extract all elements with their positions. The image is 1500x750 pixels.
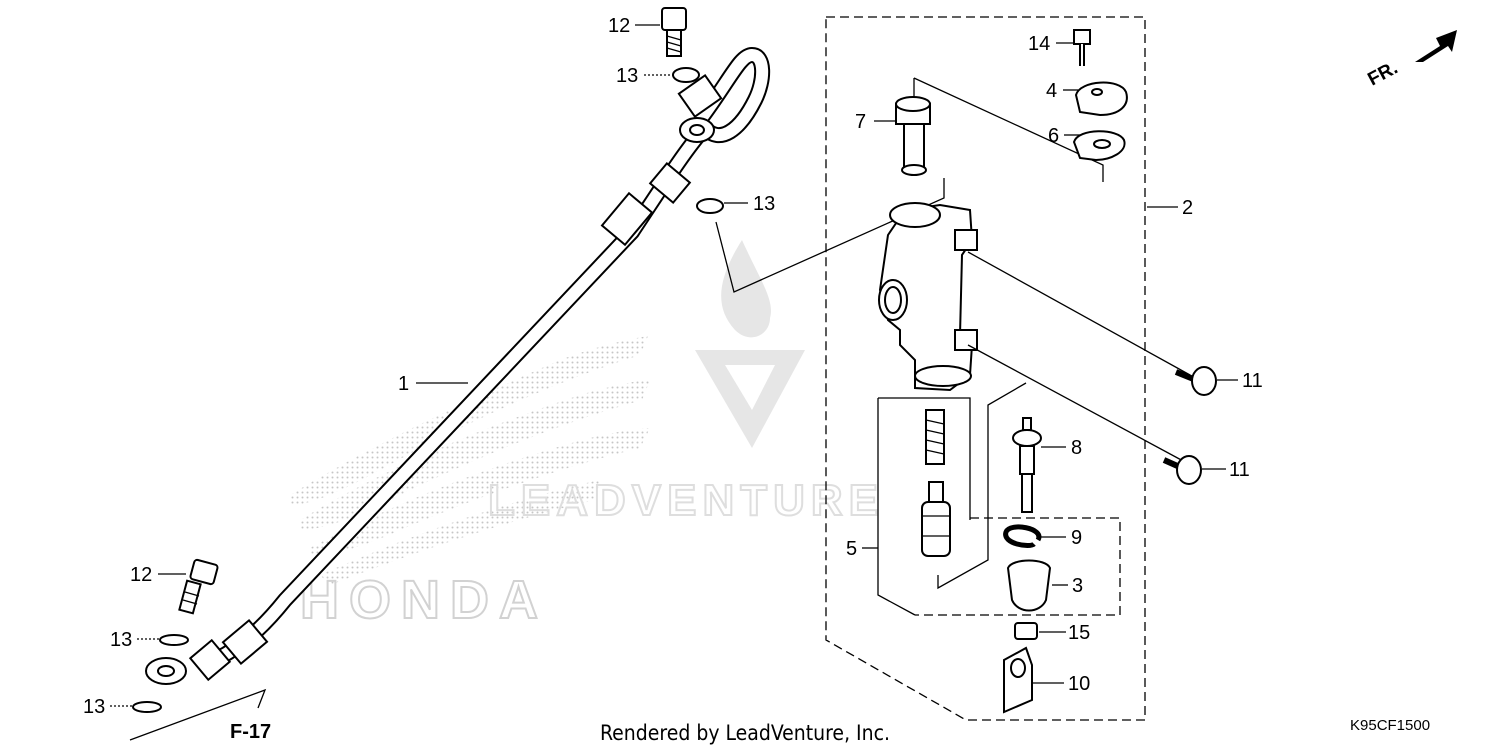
rendered-by-credit: Rendered by LeadVenture, Inc. [600,721,890,745]
master-cylinder-assembly-outline [825,16,1146,721]
piston-set-outline [915,517,1121,616]
upper-sealing-washer-top [672,67,700,83]
piston [921,481,951,557]
cover-group-bracket [913,77,1104,182]
leadventure-watermark: LEADVENTURE [487,240,884,526]
figure-reference-label: F-17 [230,721,271,743]
mounting-bolt-lower [1162,455,1202,485]
callout-13-upper-a: 13 [616,65,638,87]
callout-13-lower-a: 13 [110,629,132,651]
callout-7: 7 [855,111,866,133]
front-direction-label: FR. [1364,58,1401,91]
callout-10: 10 [1068,673,1090,695]
mounting-bolt-upper [1174,366,1217,396]
callout-9: 9 [1071,527,1082,549]
callout-15: 15 [1068,622,1090,644]
lower-sealing-washer-bottom [132,701,162,713]
callout-13-lower-b: 13 [83,696,105,718]
upper-sealing-washer-bottom [696,198,724,214]
callout-3: 3 [1072,575,1083,597]
cover-bolt [1073,29,1091,66]
callout-12-lower: 12 [130,564,152,586]
brake-hose [145,46,771,685]
callout-11-lower: 11 [1229,459,1250,481]
circlip [1003,524,1042,548]
callout-1: 1 [398,373,409,395]
callout-13-upper-b: 13 [753,193,775,215]
callout-14: 14 [1028,33,1050,55]
leadventure-watermark-text: LEADVENTURE [488,476,884,525]
callout-6: 6 [1048,125,1059,147]
callout-4: 4 [1046,80,1057,102]
piston-bracket [877,397,971,616]
lower-banjo-bolt [178,558,219,615]
master-cylinder-body [878,202,978,392]
front-direction-indicator: FR. [1364,30,1457,90]
reservoir-connection-guide [715,178,945,293]
callout-8: 8 [1071,437,1082,459]
piston-spring [925,409,945,465]
callout-labels: 1 2 3 4 5 6 7 8 9 10 11 11 12 12 13 13 1 [83,15,1263,718]
pushrod-bracket [937,382,1027,590]
joint-nut [1014,622,1038,640]
reservoir-joint [895,96,931,176]
lower-sealing-washer-top [159,634,189,646]
diagram-code: K95CF1500 [1350,717,1430,734]
callout-11-upper: 11 [1242,370,1263,392]
callout-2: 2 [1182,197,1193,219]
boot [1006,559,1052,612]
push-rod [1012,417,1042,513]
upper-banjo-bolt [661,7,687,57]
honda-watermark-text: HONDA [300,570,548,630]
reservoir-cap [1074,81,1128,117]
callout-5: 5 [846,538,857,560]
figure-reference: F-17 [129,688,271,743]
callout-12-upper: 12 [608,15,630,37]
clevis-joint [1003,646,1033,714]
